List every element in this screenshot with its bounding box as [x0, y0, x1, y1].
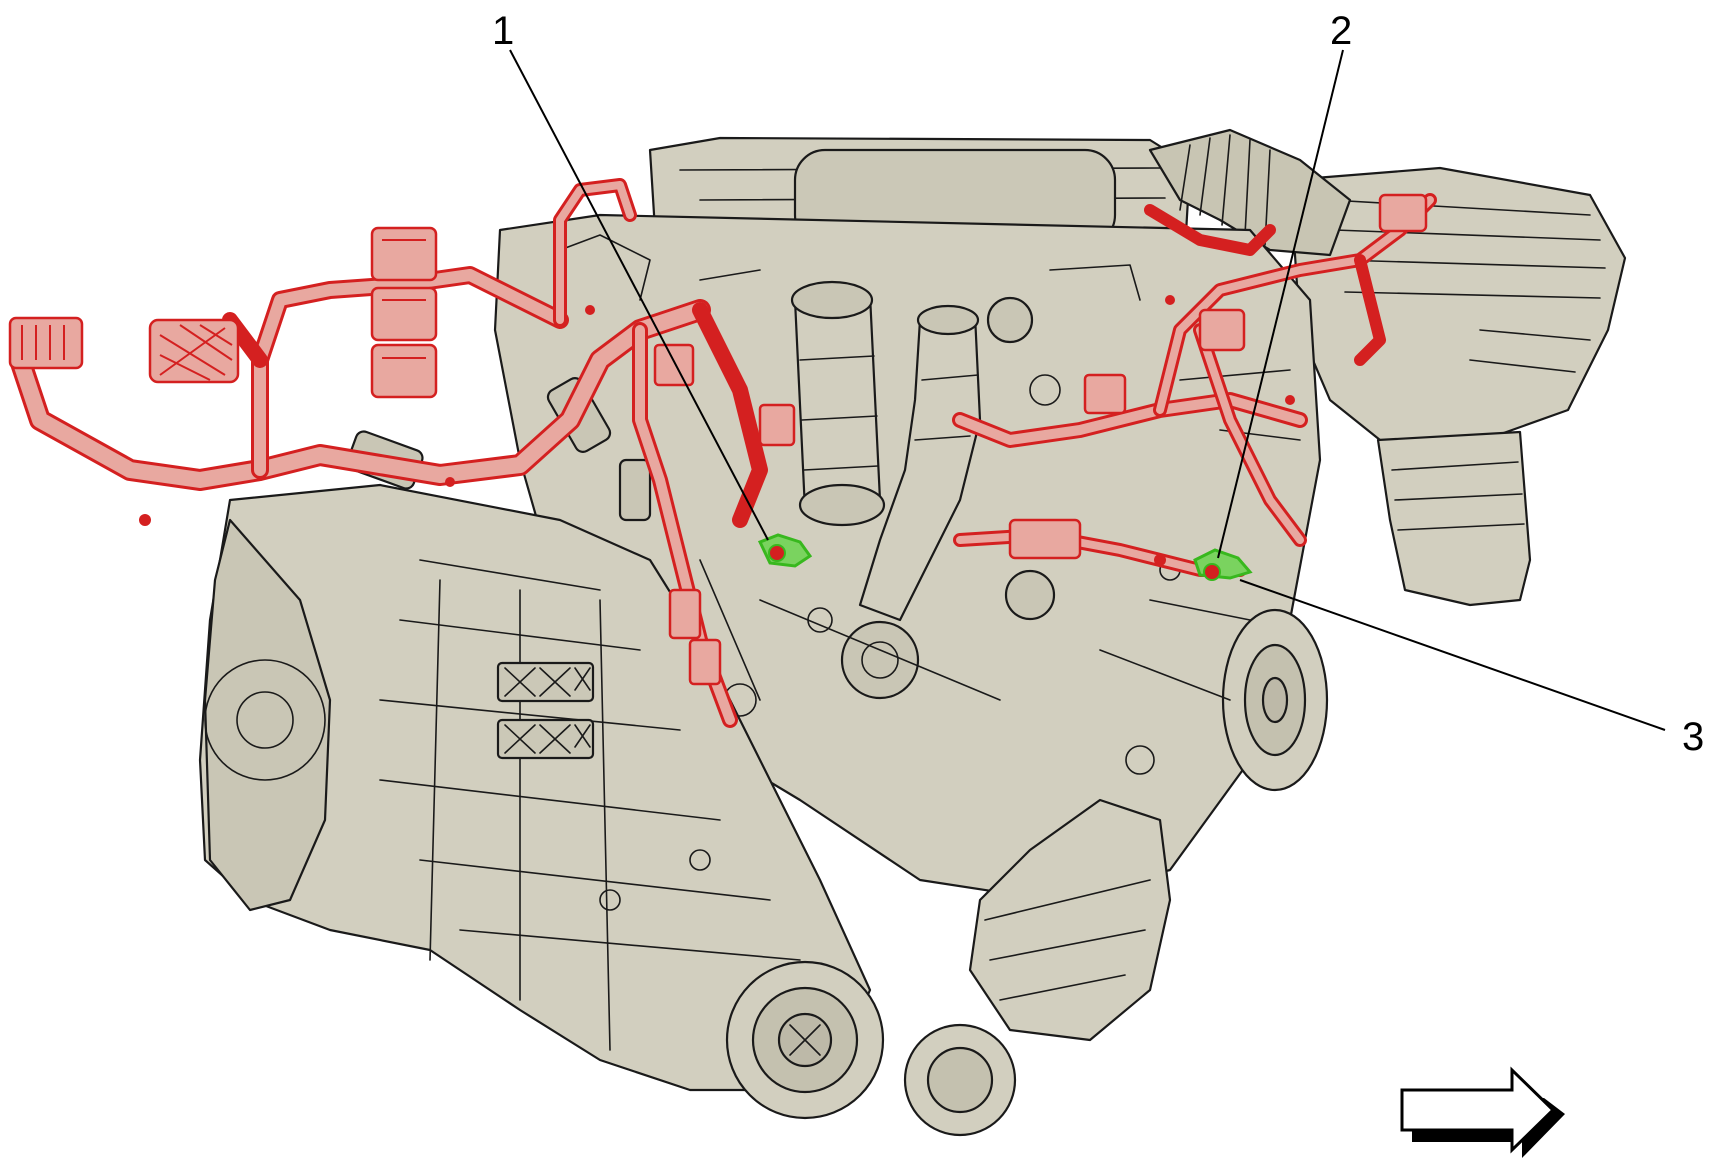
- engine-assembly: [198, 128, 1627, 1137]
- harness-connector-stack-2: [370, 286, 438, 342]
- transaxle-case: [198, 483, 872, 1092]
- harness-connector-stack-3: [370, 343, 438, 399]
- ground-fastener-1: [757, 533, 813, 568]
- bellhousing: [203, 518, 332, 912]
- harness-connector-left-end: [8, 316, 84, 370]
- axle-output-flange: [725, 960, 885, 1120]
- front-direction-arrow-icon: [1400, 1066, 1565, 1158]
- callout-label-3: 3: [1682, 715, 1704, 759]
- callout-leaders: [509, 49, 1666, 731]
- transaxle-vent-grille: [496, 661, 595, 760]
- harness-connector-center-a: [758, 403, 796, 447]
- oil-filter-housing: [968, 798, 1172, 1042]
- harness-connector-top-right: [1378, 193, 1428, 233]
- harness-clips: [139, 295, 1295, 566]
- harness-connectors: [8, 193, 1428, 686]
- harness-connector-lower-left-2: [688, 638, 722, 686]
- harness-connector-stack-1: [370, 226, 438, 282]
- ground-fastener-2: [1193, 548, 1253, 581]
- callout-label-2: 2: [1330, 9, 1352, 53]
- harness-connector-center-b: [1008, 518, 1082, 560]
- callout-label-1: 1: [492, 9, 514, 53]
- harness-connector-valve: [653, 343, 695, 387]
- accessory-pulley: [1221, 608, 1329, 792]
- harness-connector-lower-left: [668, 588, 702, 640]
- air-cleaner-lid-ribs: [1329, 199, 1606, 373]
- air-inlet-duct: [1376, 430, 1532, 607]
- harness-connector-right-b: [1198, 308, 1246, 352]
- throttle-body-tube: [790, 280, 886, 527]
- harness-connector-right-a: [1083, 373, 1127, 415]
- charge-air-pipe: [858, 313, 982, 622]
